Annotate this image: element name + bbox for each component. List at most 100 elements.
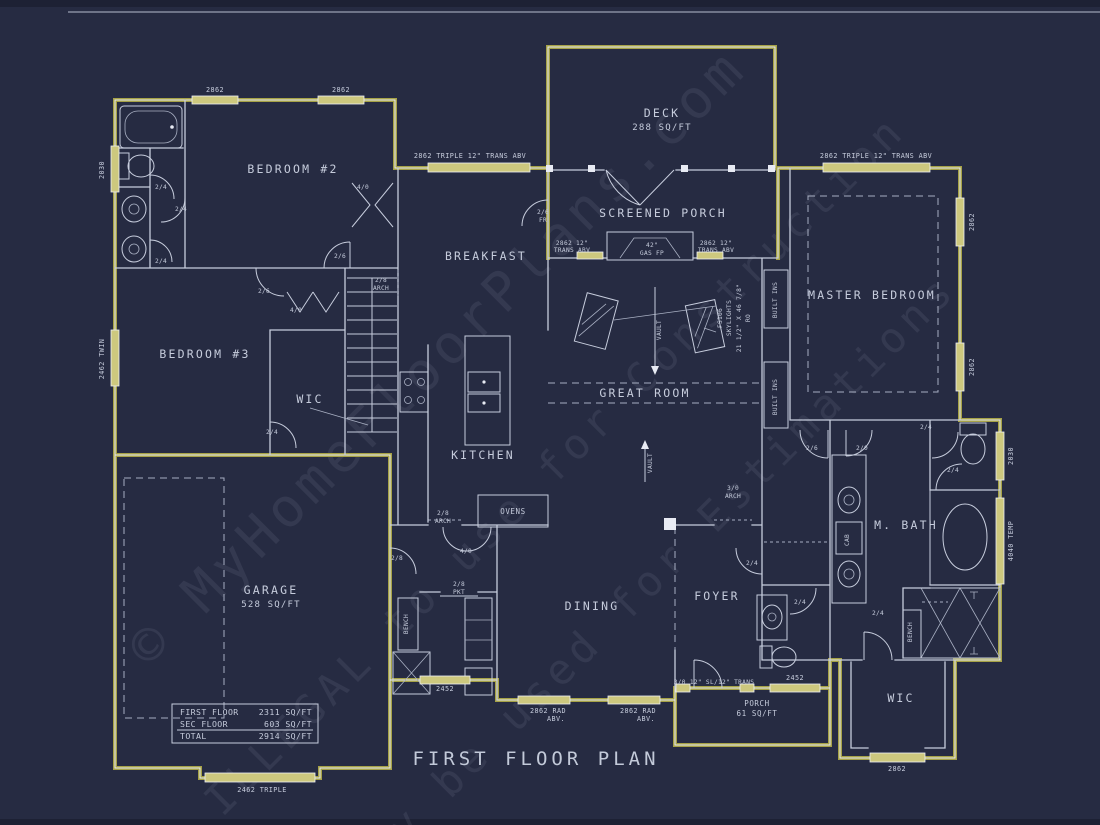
room-label-kitchen: KITCHEN: [451, 448, 515, 462]
door-size-label: ARCH: [435, 518, 451, 525]
window-label: 2862 TRIPLE 12" TRANS ABV: [820, 152, 932, 160]
master-toilet-tank: [959, 422, 987, 436]
door-arc: [799, 429, 829, 459]
room-label-garage: GARAGE: [244, 583, 299, 597]
dashed-lines: [123, 195, 948, 719]
window-2452: [419, 675, 471, 685]
door-arc: [931, 431, 959, 459]
cooktop: [399, 371, 429, 413]
master-sink-drain: [843, 494, 855, 506]
deck-post: [588, 165, 595, 172]
window-label: 2862: [968, 213, 976, 231]
room-label-porch: PORCH: [744, 699, 770, 708]
master-toilet-bowl: [960, 433, 986, 465]
window-2030-side: [110, 145, 120, 193]
summary-table-border: [171, 703, 319, 744]
door-size-label: 2/6: [537, 209, 549, 216]
door-size-label: 2/4: [175, 206, 187, 213]
master-sink-drain: [843, 568, 855, 580]
door-size-label: 2/6: [258, 288, 270, 295]
room-label-dining: DINING: [565, 599, 620, 613]
skylight-note: 21 1/2" X 46 7/8": [736, 284, 743, 352]
door-arc: [789, 587, 817, 615]
front-door-sidelight: [739, 683, 755, 693]
column-post: [664, 518, 676, 530]
double-door-arcs: [442, 526, 492, 552]
label-built-ins: BUILT INS: [772, 379, 779, 415]
door-size-label: 4/0: [460, 548, 472, 555]
door-size-label: 3/0: [727, 485, 739, 492]
bath-sink-drain: [128, 243, 140, 255]
doors: [149, 169, 963, 689]
door-arc: [160, 197, 186, 223]
door-size-label: 2/6: [806, 445, 818, 452]
room-area-garage: 528 SQ/FT: [241, 600, 301, 610]
room-label-foyer: FOYER: [694, 589, 740, 603]
door-size-label: 2/4: [746, 560, 758, 567]
summary-row-value: 2914 SQ/FT: [259, 731, 312, 741]
stair-leader-line: [309, 407, 369, 426]
window-label: 2862: [968, 358, 976, 376]
summary-row-value: 603 SQ/FT: [264, 719, 312, 729]
door-arc: [255, 267, 285, 297]
door-arc: [389, 547, 417, 575]
kitchen-island: [464, 335, 511, 446]
shower: [902, 587, 1001, 659]
door-arc: [863, 631, 893, 661]
door-size-label: 2/4: [947, 467, 959, 474]
label-ovens: OVENS: [500, 507, 526, 516]
room-label-breakfast: BREAKFAST: [445, 249, 527, 263]
door-arc: [269, 421, 297, 449]
door-size-label: 2/4: [794, 599, 806, 606]
door-size-label: 2/8: [375, 277, 387, 284]
skylights: [573, 287, 726, 482]
window-2462-triple: [204, 772, 316, 783]
mud-bench: [397, 597, 419, 651]
sink-drain: [482, 401, 486, 405]
bottom-dark-strip: [0, 819, 1100, 825]
room-label-bedroom3: BEDROOM #3: [159, 347, 250, 361]
window-label: 2862 RAD: [620, 707, 656, 715]
door-size-label: 2/4: [920, 424, 932, 431]
door-size-label: 2/4: [155, 184, 167, 191]
window-2862-side: [955, 197, 965, 247]
powder-sink: [761, 604, 783, 630]
window-2862-12-trans: [696, 251, 724, 260]
fireplace: [606, 231, 694, 261]
window-2862-rad: [607, 695, 661, 705]
built-in-cabinet: [763, 361, 789, 429]
burner: [404, 396, 412, 404]
window-label: 2462 TWIN: [98, 339, 106, 379]
vanity-cab-box: [835, 521, 863, 555]
window-label: 2862: [332, 86, 350, 94]
deck-post: [728, 165, 735, 172]
door-arc: [735, 547, 763, 575]
room-label-master-bath: M. BATH: [874, 518, 938, 532]
door-size-label: 2/8: [391, 555, 403, 562]
window-2862-triple: [822, 162, 931, 173]
window-2862: [317, 95, 365, 105]
room-label-wic2: WIC: [887, 691, 914, 705]
bathtub-inner: [124, 110, 178, 144]
bath-sink-drain: [128, 203, 140, 215]
door-arc: [149, 239, 173, 263]
window-label: 2030: [98, 161, 106, 179]
front-door-sidelight: [675, 683, 691, 693]
powder-vanity: [756, 594, 788, 641]
window-label: 2862 12": [700, 240, 732, 247]
powder-room-fixtures: [756, 594, 797, 669]
arch-opening-dashes: [397, 270, 948, 603]
room-label-great-room: GREAT ROOM: [599, 386, 690, 400]
room-labels: BEDROOM #2 BEDROOM #3 WIC BREAKFAST DECK…: [159, 106, 938, 718]
built-ins: [664, 269, 789, 530]
summary-table: FIRST FLOOR 2311 SQ/FT SEC FLOOR 603 SQ/…: [171, 703, 319, 744]
door-labels: 2/4 2/4 2/4 2/4 2/4 2/4 2/4 2/4 2/4 2/6 …: [155, 184, 959, 617]
staircase: [309, 277, 397, 433]
window-label: TRANS ABV: [698, 247, 734, 254]
windows: [110, 95, 1005, 783]
kitchen-fixtures: [399, 335, 549, 528]
summary-row-value: 2311 SQ/FT: [259, 707, 312, 717]
master-vanity: [831, 454, 867, 604]
